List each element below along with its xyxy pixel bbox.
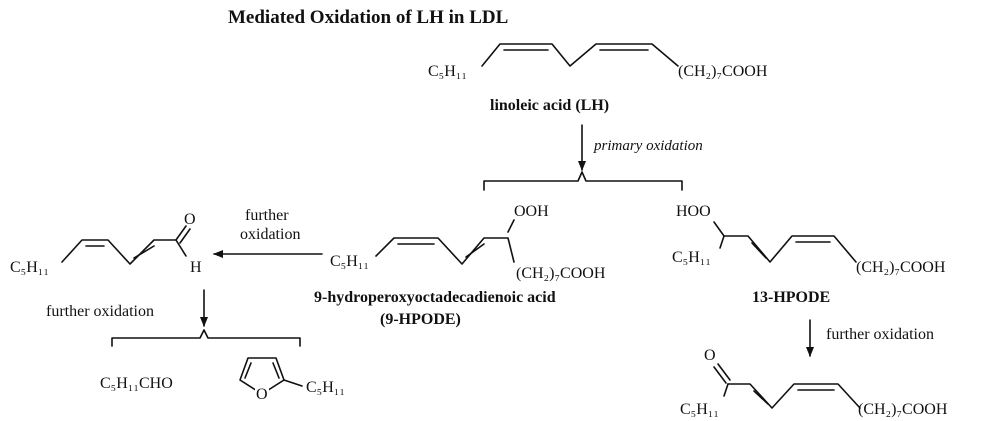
ketone-oxygen: O bbox=[704, 347, 716, 364]
linoleic-acid-chain bbox=[481, 43, 679, 67]
diagram-title: Mediated Oxidation of LH in LDL bbox=[228, 7, 508, 28]
furan-double-bond-1 bbox=[244, 362, 252, 379]
aldehyde-double-bond-2 bbox=[133, 245, 155, 259]
primary-products-bracket bbox=[483, 171, 683, 191]
hpode-13-name: 13-HPODE bbox=[752, 289, 830, 306]
furan-oxygen: O bbox=[256, 386, 268, 403]
hpode-9-right-group: (CH₂)₇COOH bbox=[516, 265, 606, 282]
aldehyde-carbonyl-bond-b bbox=[179, 228, 191, 244]
ketone-right-group: (CH₂)₇COOH bbox=[858, 401, 948, 418]
linoleic-acid-name: linoleic acid (LH) bbox=[490, 97, 609, 114]
hpode-13-top-group: HOO bbox=[676, 203, 711, 220]
ketone-carbonyl-bond-a bbox=[717, 363, 731, 381]
ketone-structure: O C₅H₁₁ (CH₂)₇COOH bbox=[680, 347, 948, 418]
hpode-13-hoo-bond bbox=[713, 221, 725, 237]
hpode-9-ooh-bond bbox=[507, 219, 515, 233]
hpode-9-name-line1: 9-hydroperoxyoctadecadienoic acid bbox=[314, 289, 556, 306]
furan-double-bond-2 bbox=[272, 362, 280, 379]
hpode-13-c5-bond bbox=[719, 235, 725, 249]
hpode-9-structure: OOH C₅H₁₁ (CH₂)₇COOH 9-hydroperoxyoctade… bbox=[314, 203, 606, 328]
secondary-products-bracket bbox=[111, 329, 301, 347]
ketone-left-group: C₅H₁₁ bbox=[680, 401, 719, 418]
furan-ring bbox=[239, 357, 285, 395]
ketone-double-bond-1 bbox=[753, 390, 769, 405]
linoleic-acid-structure: C₅H₁₁ (CH₂)₇COOH linoleic acid (LH) bbox=[428, 43, 768, 114]
linoleic-acid-left-group: C₅H₁₁ bbox=[428, 63, 467, 80]
ketone-c5-bond bbox=[723, 383, 729, 397]
further-oxidation-label-line1: further bbox=[245, 207, 289, 224]
aldehyde-chain bbox=[61, 239, 177, 265]
hexanal-formula: C₅H₁₁CHO bbox=[100, 375, 173, 392]
hpode-13-left-group: C₅H₁₁ bbox=[672, 249, 711, 266]
furan-substituent: C₅H₁₁ bbox=[306, 379, 345, 396]
hpode-13-structure: HOO C₅H₁₁ (CH₂)₇COOH 13-HPODE bbox=[672, 203, 946, 306]
aldehyde-left-group: C₅H₁₁ bbox=[10, 259, 49, 276]
furan-substituent-bond bbox=[283, 379, 303, 387]
further-oxidation-label-13: further oxidation bbox=[826, 326, 934, 343]
hpode-9-chain bbox=[375, 237, 515, 265]
aldehyde-carbonyl-bond-a bbox=[175, 225, 187, 241]
hpode-13-chain bbox=[723, 235, 857, 263]
aldehyde-hydrogen: H bbox=[190, 259, 202, 276]
primary-oxidation-label: primary oxidation bbox=[593, 138, 703, 154]
hpode-9-top-group: OOH bbox=[514, 203, 549, 220]
hpode-13-double-bond-1 bbox=[751, 242, 767, 259]
linoleic-acid-right-group: (CH₂)₇COOH bbox=[678, 63, 768, 80]
pentylfuran-structure: O C₅H₁₁ bbox=[239, 357, 345, 403]
ketone-chain bbox=[727, 383, 861, 409]
further-oxidation-label-line2: oxidation bbox=[240, 226, 300, 243]
aldehyde-structure: C₅H₁₁ O H bbox=[10, 211, 202, 276]
hpode-13-right-group: (CH₂)₇COOH bbox=[856, 259, 946, 276]
ketone-carbonyl-bond-b bbox=[713, 366, 727, 384]
hpode-9-left-group: C₅H₁₁ bbox=[330, 253, 369, 270]
hpode-9-double-bond-2 bbox=[465, 243, 485, 258]
aldehyde-oxygen: O bbox=[184, 211, 196, 228]
hpode-9-name-line2: (9-HPODE) bbox=[380, 311, 461, 328]
further-oxidation-label-aldehyde: further oxidation bbox=[46, 303, 154, 320]
aldehyde-h-bond bbox=[175, 239, 187, 257]
